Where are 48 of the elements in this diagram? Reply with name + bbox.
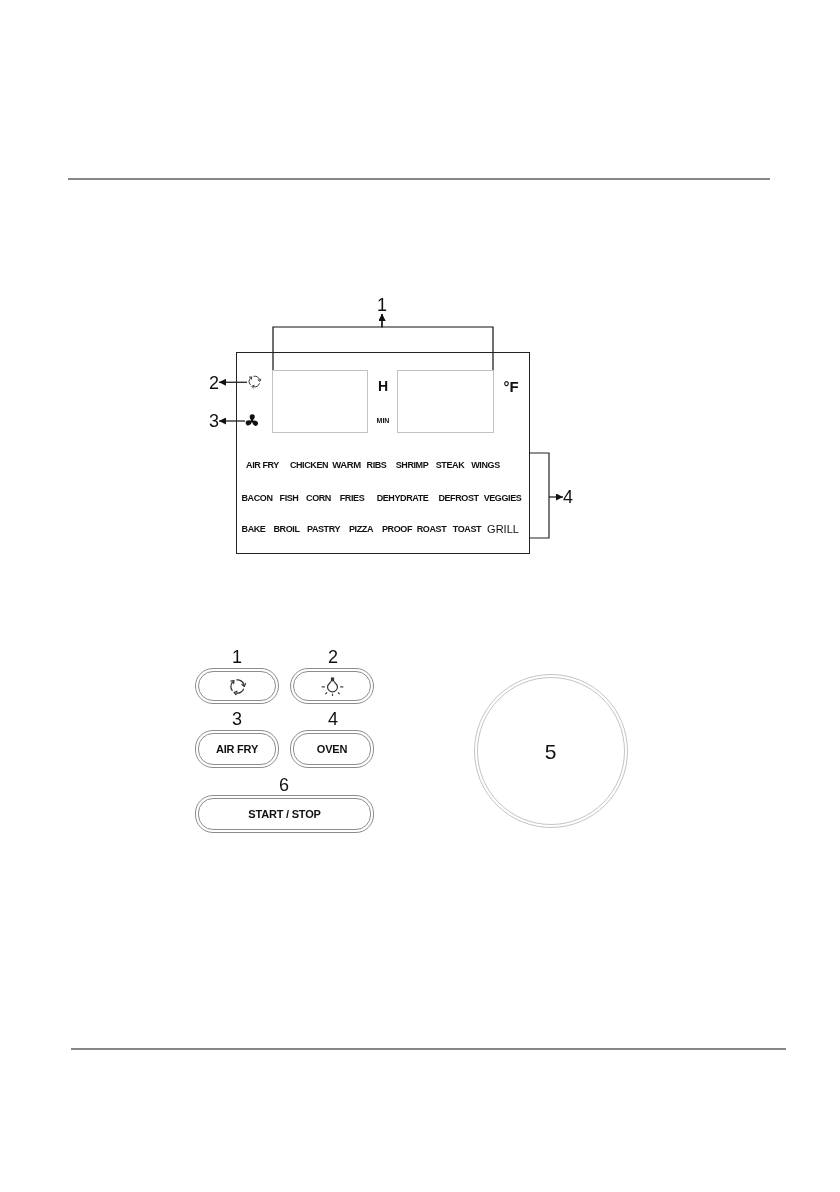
menu-label: VEGGIES <box>483 493 522 503</box>
button: AIR FRY <box>195 730 279 768</box>
leader-arrow <box>218 378 248 386</box>
menu-label: DEHYDRATE <box>376 493 429 503</box>
callout-number: 4 <box>328 710 338 728</box>
menu-label: FRIES <box>339 493 365 503</box>
callout-number: 5 <box>544 740 557 762</box>
menu-label: DEFROST <box>438 493 479 503</box>
callout-number: 3 <box>209 412 219 430</box>
callout-number: 6 <box>279 776 289 794</box>
callout-number: 2 <box>328 648 338 666</box>
menu-label: TOAST <box>452 524 482 534</box>
menu-label: GRILL <box>487 523 519 535</box>
menu-label: WINGS <box>471 460 500 470</box>
leader-arrow <box>548 493 564 501</box>
menu-label: CORN <box>306 493 331 503</box>
menu-label: WARM <box>332 460 361 470</box>
display-window <box>396 370 494 433</box>
unit-label: H <box>377 379 389 393</box>
menu-label: ROAST <box>416 524 447 534</box>
menu-label: PIZZA <box>349 524 373 534</box>
menu-label: CHICKEN <box>289 460 329 470</box>
menu-label: STEAK <box>435 460 465 470</box>
unit-label: °F <box>503 378 519 394</box>
menu-label: AIR FRY <box>246 460 279 470</box>
callout-number: 2 <box>209 374 219 392</box>
button: START / STOP <box>195 795 374 833</box>
menu-label: BAKE <box>241 524 266 534</box>
menu-label: SHRIMP <box>395 460 429 470</box>
menu-label: RIBS <box>366 460 387 470</box>
display-window <box>271 370 368 433</box>
callout-number: 4 <box>563 488 573 506</box>
button <box>195 668 279 704</box>
menu-label: FISH <box>279 493 299 503</box>
menu-label: BROIL <box>273 524 300 534</box>
button: OVEN <box>290 730 374 768</box>
button <box>290 668 374 704</box>
menu-label: BACON <box>241 493 273 503</box>
fan-icon <box>245 414 259 428</box>
menu-label: PROOF <box>382 524 412 534</box>
callout-number: 3 <box>232 710 242 728</box>
leader-arrow <box>378 313 494 371</box>
menu-label: PASTRY <box>306 524 341 534</box>
callout-number: 1 <box>377 296 387 314</box>
display-panel <box>236 352 530 554</box>
leader-arrow <box>218 417 246 425</box>
callout-number: 1 <box>232 648 242 666</box>
circular-arrows-icon <box>247 374 262 389</box>
